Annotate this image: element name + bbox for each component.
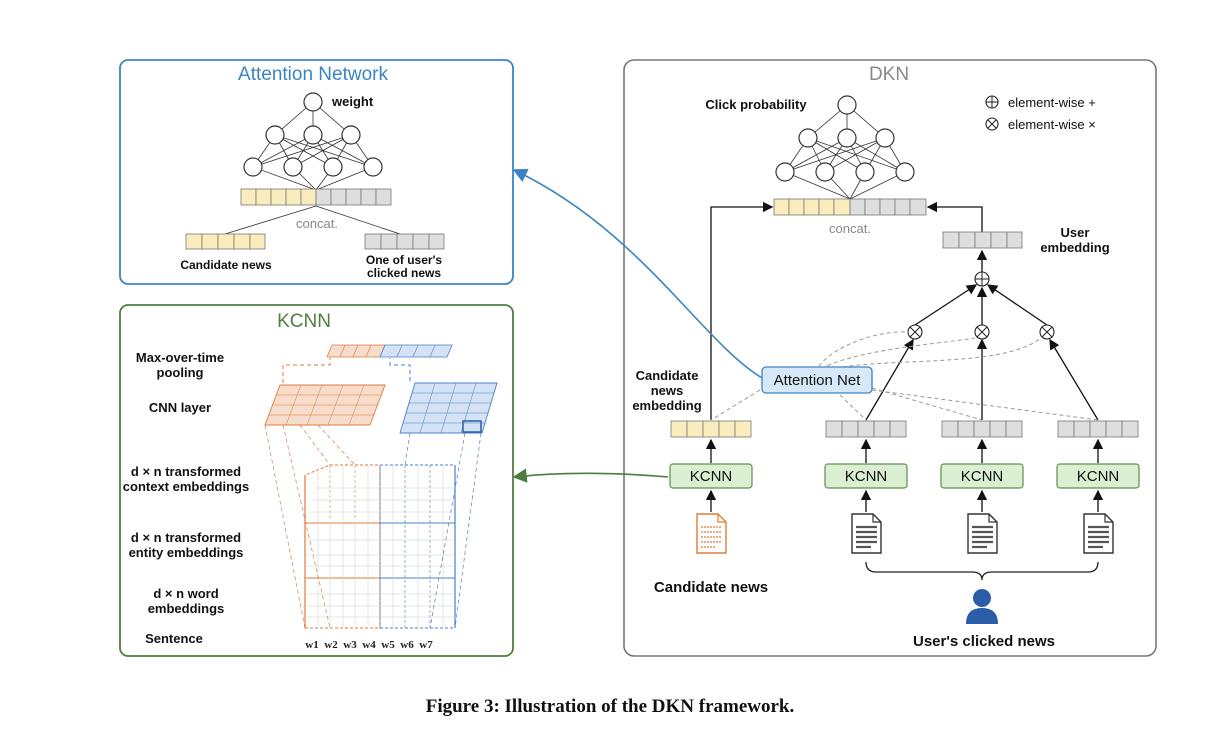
clicked-embedding-vector	[1057, 420, 1139, 438]
legend-plus-label: element-wise +	[1008, 95, 1096, 110]
clicked-news-brace	[865, 561, 1099, 581]
word-label-1: d × n word	[153, 586, 218, 601]
pooling-link-blue	[389, 358, 411, 381]
pooling-label-2: pooling	[157, 365, 204, 380]
user-embedding-label-2: embedding	[1040, 240, 1109, 255]
dkn-mlp	[775, 95, 915, 200]
candidate-embedding-vector	[670, 420, 752, 438]
attention-clicked-label-2: clicked news	[367, 266, 441, 280]
entity-label-2: entity embeddings	[129, 545, 244, 560]
pooling-link-orange	[282, 358, 331, 383]
word-token: w6	[400, 639, 414, 651]
kcnn-box-clicked-3: KCNN	[1056, 463, 1140, 489]
kcnn-panel: KCNN Max-over-time pooling CNN layer d ×…	[119, 304, 514, 657]
figure-caption: Figure 3: Illustration of the DKN framew…	[426, 696, 795, 717]
user-embedding-label-1: User	[1061, 225, 1090, 240]
dkn-panel: DKN element-wise + element-wise × Click …	[623, 59, 1157, 657]
context-label-1: d × n transformed	[131, 464, 241, 479]
sentence-words: w1 w2 w3 w4 w5 w6 w7	[305, 639, 433, 651]
word-token: w3	[343, 639, 357, 651]
attention-concat-label: concat.	[296, 216, 338, 231]
attention-net-node: Attention Net	[761, 366, 873, 394]
clicked-document-icon	[851, 513, 882, 554]
dkn-frame	[623, 59, 1157, 657]
attention-mlp	[243, 92, 383, 191]
word-token: w5	[381, 639, 395, 651]
embedding-cube	[264, 424, 482, 629]
element-wise-sum-op	[974, 271, 990, 287]
context-label-2: context embeddings	[123, 479, 249, 494]
attention-network-panel: Attention Network weight concat. Cand	[119, 59, 514, 285]
attention-concat-line-left	[224, 205, 317, 235]
word-token: w4	[362, 639, 376, 651]
candidate-news-label: Candidate news	[654, 579, 768, 596]
clicked-document-icon	[1083, 513, 1114, 554]
attention-clicked-label-1: One of user's	[366, 253, 443, 267]
attention-network-title: Attention Network	[238, 64, 388, 85]
kcnn-box-label: KCNN	[845, 468, 888, 485]
kcnn-title: KCNN	[277, 311, 331, 332]
candidate-embedding-label-3: embedding	[632, 398, 701, 413]
sentence-label: Sentence	[145, 631, 203, 646]
clicked-embedding-vector	[825, 420, 907, 438]
dkn-title: DKN	[869, 64, 909, 85]
kcnn-box-candidate: KCNN	[669, 463, 753, 489]
user-to-concat-arrow	[926, 201, 983, 232]
cnn-layer-orange-map	[264, 384, 386, 426]
attention-clicked-vector	[364, 233, 445, 250]
candidate-document-icon	[696, 513, 727, 554]
legend: element-wise + element-wise ×	[985, 95, 1096, 132]
pooling-label-1: Max-over-time	[136, 350, 224, 365]
word-token: w7	[419, 639, 433, 651]
legend-times-label: element-wise ×	[1008, 117, 1096, 132]
kcnn-to-embedding-arrows	[705, 438, 1104, 463]
users-clicked-news-label: User's clicked news	[913, 633, 1055, 650]
kcnn-box-clicked-1: KCNN	[824, 463, 908, 489]
pooling-vector	[326, 344, 453, 358]
word-token: w1	[305, 639, 318, 651]
user-icon	[966, 589, 998, 624]
click-probability-label: Click probability	[705, 97, 807, 112]
entity-label-1: d × n transformed	[131, 530, 241, 545]
kcnn-box-label: KCNN	[690, 468, 733, 485]
attention-net-detail-arrow	[512, 169, 763, 379]
doc-to-kcnn-arrows	[705, 489, 1104, 512]
candidate-embedding-label-2: news	[651, 383, 684, 398]
kcnn-box-label: KCNN	[1077, 468, 1120, 485]
attention-concat-line-right	[315, 205, 401, 235]
candidate-to-concat-arrow	[710, 201, 774, 420]
weight-label: weight	[331, 94, 374, 109]
clicked-embedding-vector	[941, 420, 1023, 438]
kcnn-detail-arrow	[512, 468, 669, 483]
cnn-layer-blue-map	[399, 382, 498, 434]
element-wise-product-ops	[865, 284, 1099, 421]
word-label-2: embeddings	[148, 601, 225, 616]
user-embedding-vector	[942, 231, 1023, 249]
attention-weight-links	[710, 331, 1099, 421]
attention-candidate-vector	[185, 233, 266, 250]
attention-candidate-label: Candidate news	[180, 258, 272, 272]
attention-concat-vector	[240, 188, 392, 206]
kcnn-box-clicked-2: KCNN	[940, 463, 1024, 489]
word-token: w2	[324, 639, 338, 651]
clicked-document-icon	[967, 513, 998, 554]
dkn-concat-vector	[773, 198, 927, 216]
candidate-embedding-label-1: Candidate	[636, 368, 699, 383]
cnn-layer-label: CNN layer	[149, 400, 211, 415]
attention-net-label: Attention Net	[774, 372, 862, 389]
kcnn-box-label: KCNN	[961, 468, 1004, 485]
dkn-concat-label: concat.	[829, 221, 871, 236]
